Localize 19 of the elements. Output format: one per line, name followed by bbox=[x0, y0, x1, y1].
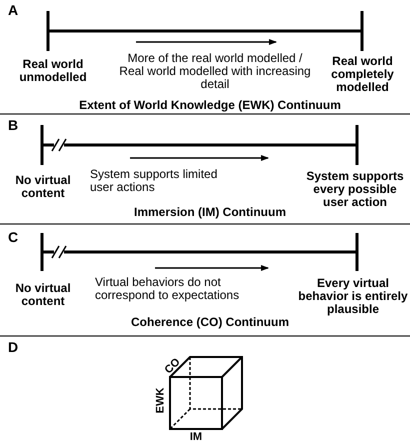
scale-end-label: Real world completely modelled bbox=[330, 55, 395, 94]
panel-letter: A bbox=[8, 4, 20, 17]
direction-note: Virtual behaviors do not correspond to expectations bbox=[95, 276, 240, 302]
axis-label: CO bbox=[162, 355, 184, 378]
continuum-title: Immersion (IM) Continuum bbox=[133, 206, 287, 219]
scale-end-label: No virtual content bbox=[14, 282, 72, 308]
axis-label: IM bbox=[188, 431, 204, 441]
scale-end-label: Real world unmodelled bbox=[18, 58, 88, 84]
direction-note: More of the real world modelled / Real world modelled with increasing detail bbox=[118, 52, 312, 91]
scale-end-label: No virtual content bbox=[14, 174, 72, 200]
scale-end-label: Every virtual behavior is entirely plausible bbox=[297, 277, 409, 316]
panel-letter: D bbox=[8, 341, 20, 354]
direction-note: System supports limited user actions bbox=[90, 168, 218, 194]
panel-letter: B bbox=[8, 119, 20, 132]
scale-end-label: System supports every possible user action bbox=[305, 170, 405, 209]
continuum-title: Coherence (CO) Continuum bbox=[130, 316, 290, 329]
panel-letter: C bbox=[8, 231, 20, 244]
axis-label: EWK bbox=[154, 386, 168, 416]
continuum-title: Extent of World Knowledge (EWK) Continuum bbox=[78, 99, 342, 112]
